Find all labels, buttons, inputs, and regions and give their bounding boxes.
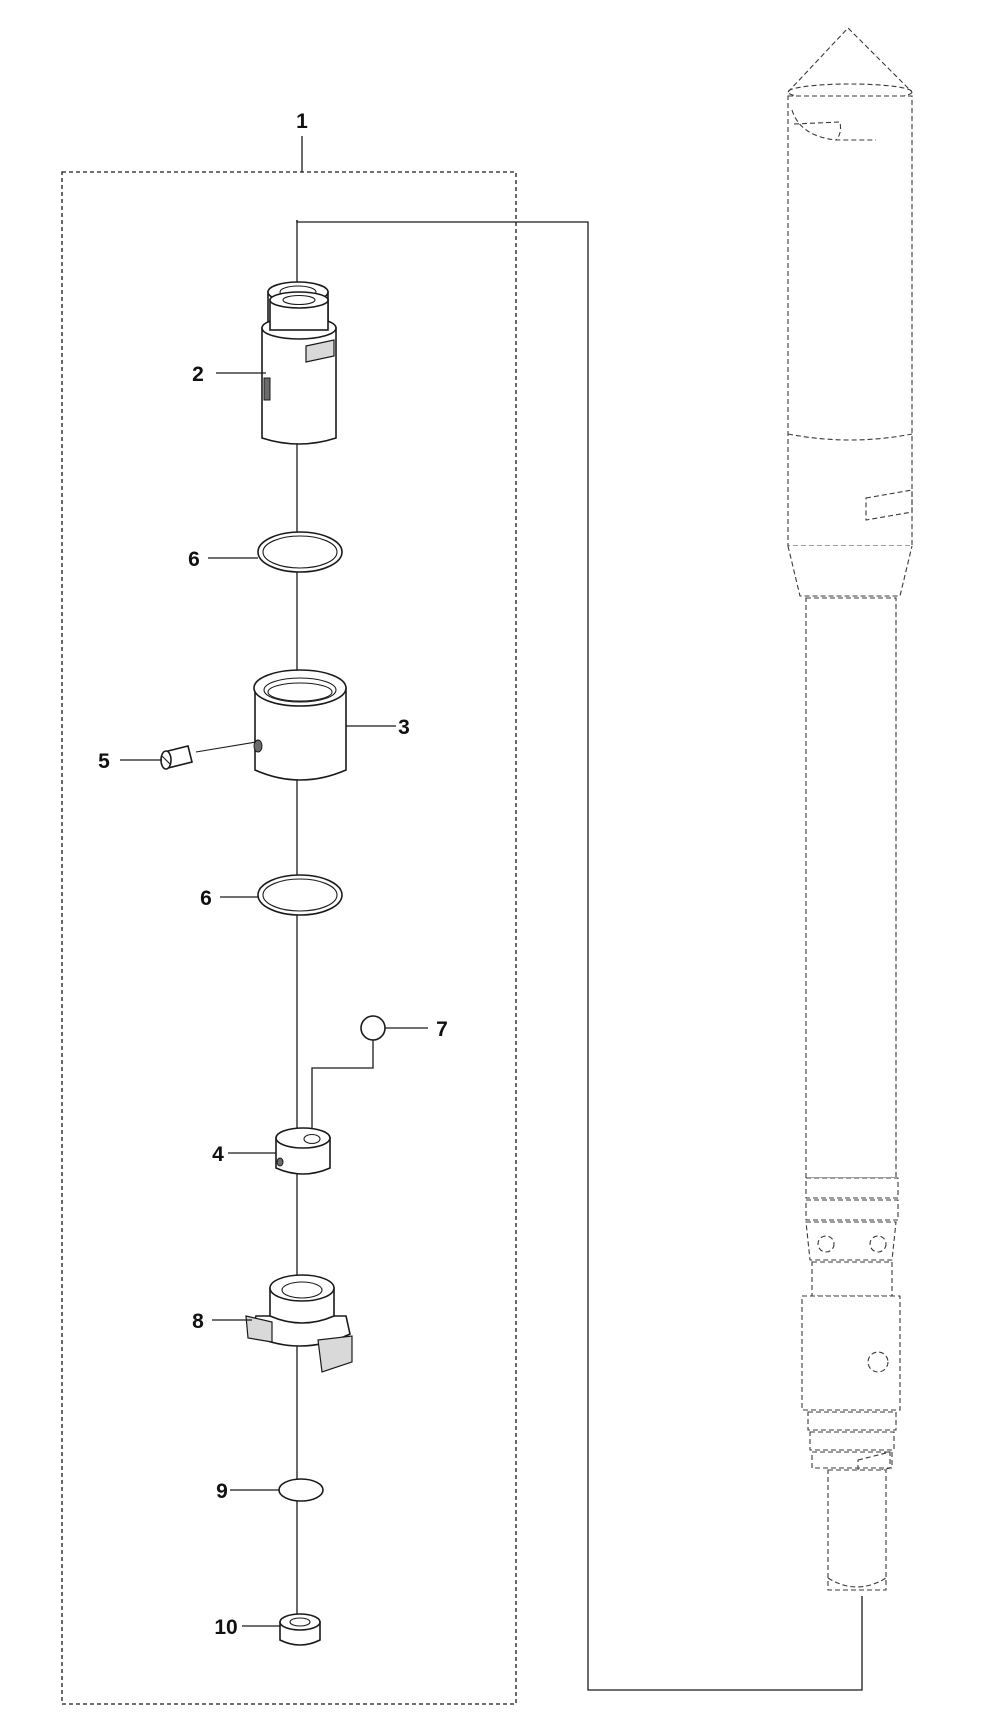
callout-9: 9 xyxy=(216,1480,228,1503)
callout-10: 10 xyxy=(214,1616,237,1639)
part-10-nut xyxy=(279,1613,321,1646)
callout-4: 4 xyxy=(212,1143,224,1166)
callout-3: 3 xyxy=(398,716,410,739)
part-7-ball xyxy=(360,1015,386,1041)
callout-2: 2 xyxy=(192,363,204,386)
callout-8: 8 xyxy=(192,1310,204,1333)
assembly-group-box xyxy=(61,171,517,1705)
part-4-valve-seat xyxy=(275,1127,331,1175)
part-2-fitting xyxy=(261,281,337,445)
callout-5: 5 xyxy=(98,750,110,773)
part-6-oring-lower xyxy=(257,874,343,916)
part-6-oring-upper xyxy=(257,531,343,573)
leader-7-link xyxy=(311,1040,374,1142)
callout-1: 1 xyxy=(296,110,308,133)
shaft-outline xyxy=(787,27,913,1591)
part-9-disc xyxy=(278,1478,324,1502)
callout-6b: 6 xyxy=(200,887,212,910)
part-5-screw xyxy=(160,741,257,770)
connection-line xyxy=(296,220,863,1691)
part-3-collar xyxy=(253,669,347,781)
callout-7: 7 xyxy=(436,1018,448,1041)
callout-6a: 6 xyxy=(188,548,200,571)
part-8-wing-nut xyxy=(245,1274,353,1373)
